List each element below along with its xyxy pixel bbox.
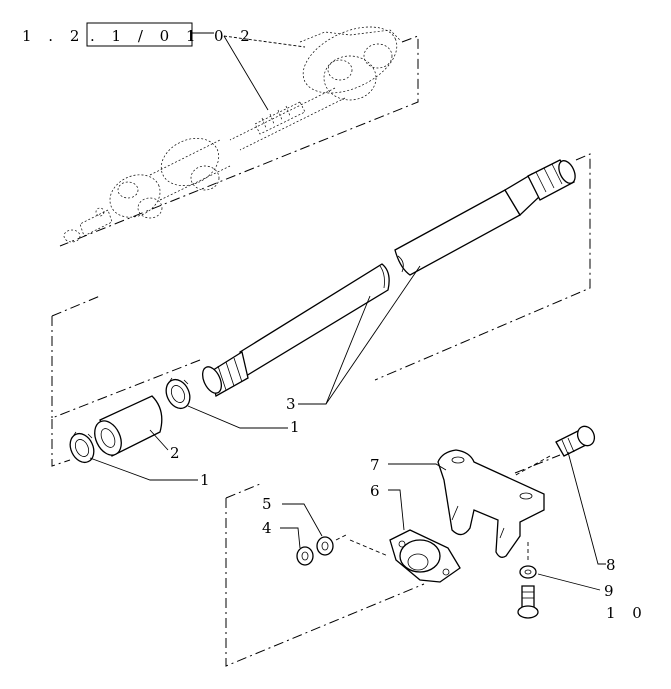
washer-lower[interactable] (519, 565, 537, 579)
callout-5: 5 (262, 495, 278, 513)
callout-labels: 3 1 2 1 7 6 5 4 8 9 1 0 (170, 395, 648, 622)
washer[interactable] (316, 536, 334, 556)
snap-ring-upper[interactable] (162, 376, 195, 412)
flange-bearing[interactable] (389, 529, 461, 583)
callout-8: 8 (606, 556, 622, 574)
snap-ring-lower[interactable] (66, 430, 99, 466)
callout-2: 2 (170, 444, 186, 462)
callout-1-upper: 1 (290, 418, 306, 436)
callout-4: 4 (262, 519, 278, 537)
reference-header: 1 . 2 . 1 / 0 1 0 2 (22, 22, 256, 47)
coupling-sleeve[interactable] (90, 395, 163, 459)
ref-box (86, 22, 193, 47)
ref-box-text[interactable]: . 1 / 0 1 (90, 27, 202, 45)
ref-suffix: 0 2 (214, 27, 256, 45)
shaft-lower[interactable] (199, 263, 390, 397)
bolt-lower[interactable] (517, 585, 539, 619)
ghosted-upper-assembly (59, 26, 419, 247)
bolt-upper[interactable] (555, 424, 597, 457)
shaft-upper[interactable] (394, 158, 578, 276)
callout-9: 9 (604, 582, 620, 600)
callout-3: 3 (286, 395, 302, 413)
bracket-assembly (225, 424, 606, 667)
callout-1-lower: 1 (200, 471, 216, 489)
callout-7: 7 (370, 456, 386, 474)
nut[interactable] (296, 546, 314, 566)
callout-6: 6 (370, 482, 386, 500)
ref-prefix: 1 . 2 (22, 27, 85, 45)
support-bracket[interactable] (437, 449, 545, 558)
main-shaft-group (51, 153, 591, 481)
callout-10: 1 0 (606, 604, 648, 622)
